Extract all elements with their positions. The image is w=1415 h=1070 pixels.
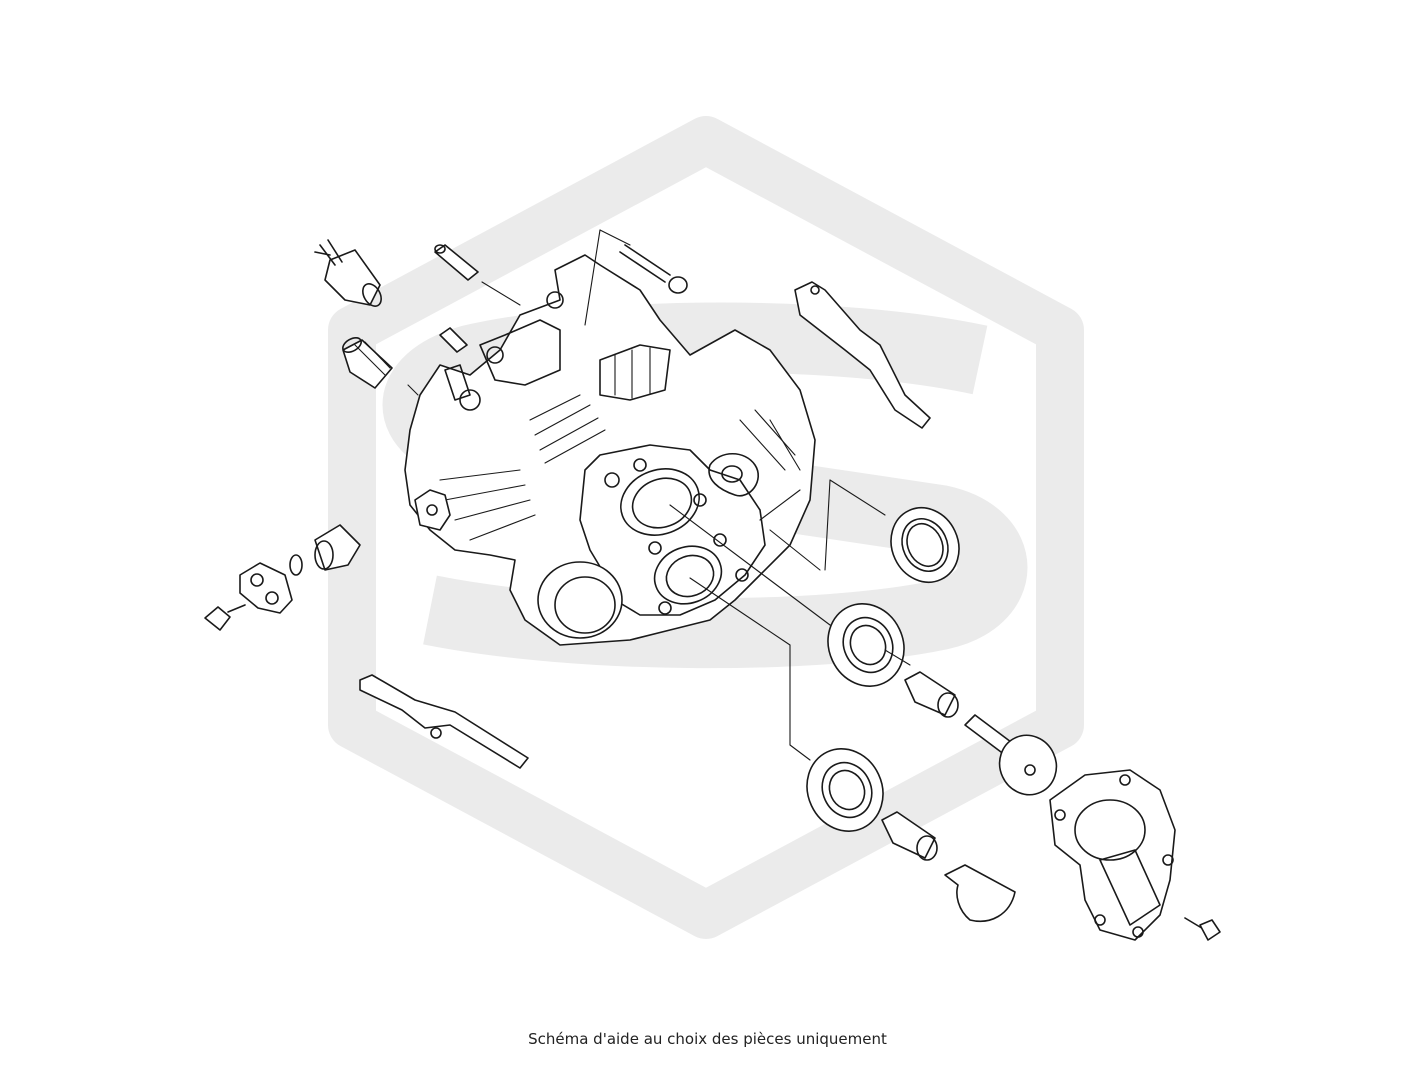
shaft-collar	[964, 714, 1058, 796]
ball-bearing-2	[806, 748, 884, 832]
dowel-pin-2	[439, 327, 468, 353]
long-bolt	[619, 244, 688, 294]
shift-rail-lower	[359, 674, 529, 769]
washer	[289, 554, 303, 576]
ball-bearing-1	[827, 603, 905, 687]
half-moon-spacer	[944, 864, 1016, 922]
leader-lines	[407, 229, 911, 761]
dowel-pin-1	[434, 244, 479, 281]
end-cover	[1049, 769, 1176, 941]
threaded-plug-2	[881, 811, 938, 861]
spacer-sleeve	[314, 524, 361, 571]
diagram-caption: Schéma d'aide au choix des pièces unique…	[528, 1030, 887, 1048]
shift-rail-upper	[794, 281, 931, 429]
oil-seal	[890, 507, 960, 583]
bracket-bolt	[204, 604, 246, 631]
cable-bracket	[239, 562, 293, 614]
gearbox-housing	[404, 254, 816, 646]
bush-sleeve	[342, 336, 393, 389]
cover-bolt	[1184, 917, 1221, 941]
threaded-plug-1	[904, 671, 959, 718]
sensor-switch	[314, 239, 382, 307]
